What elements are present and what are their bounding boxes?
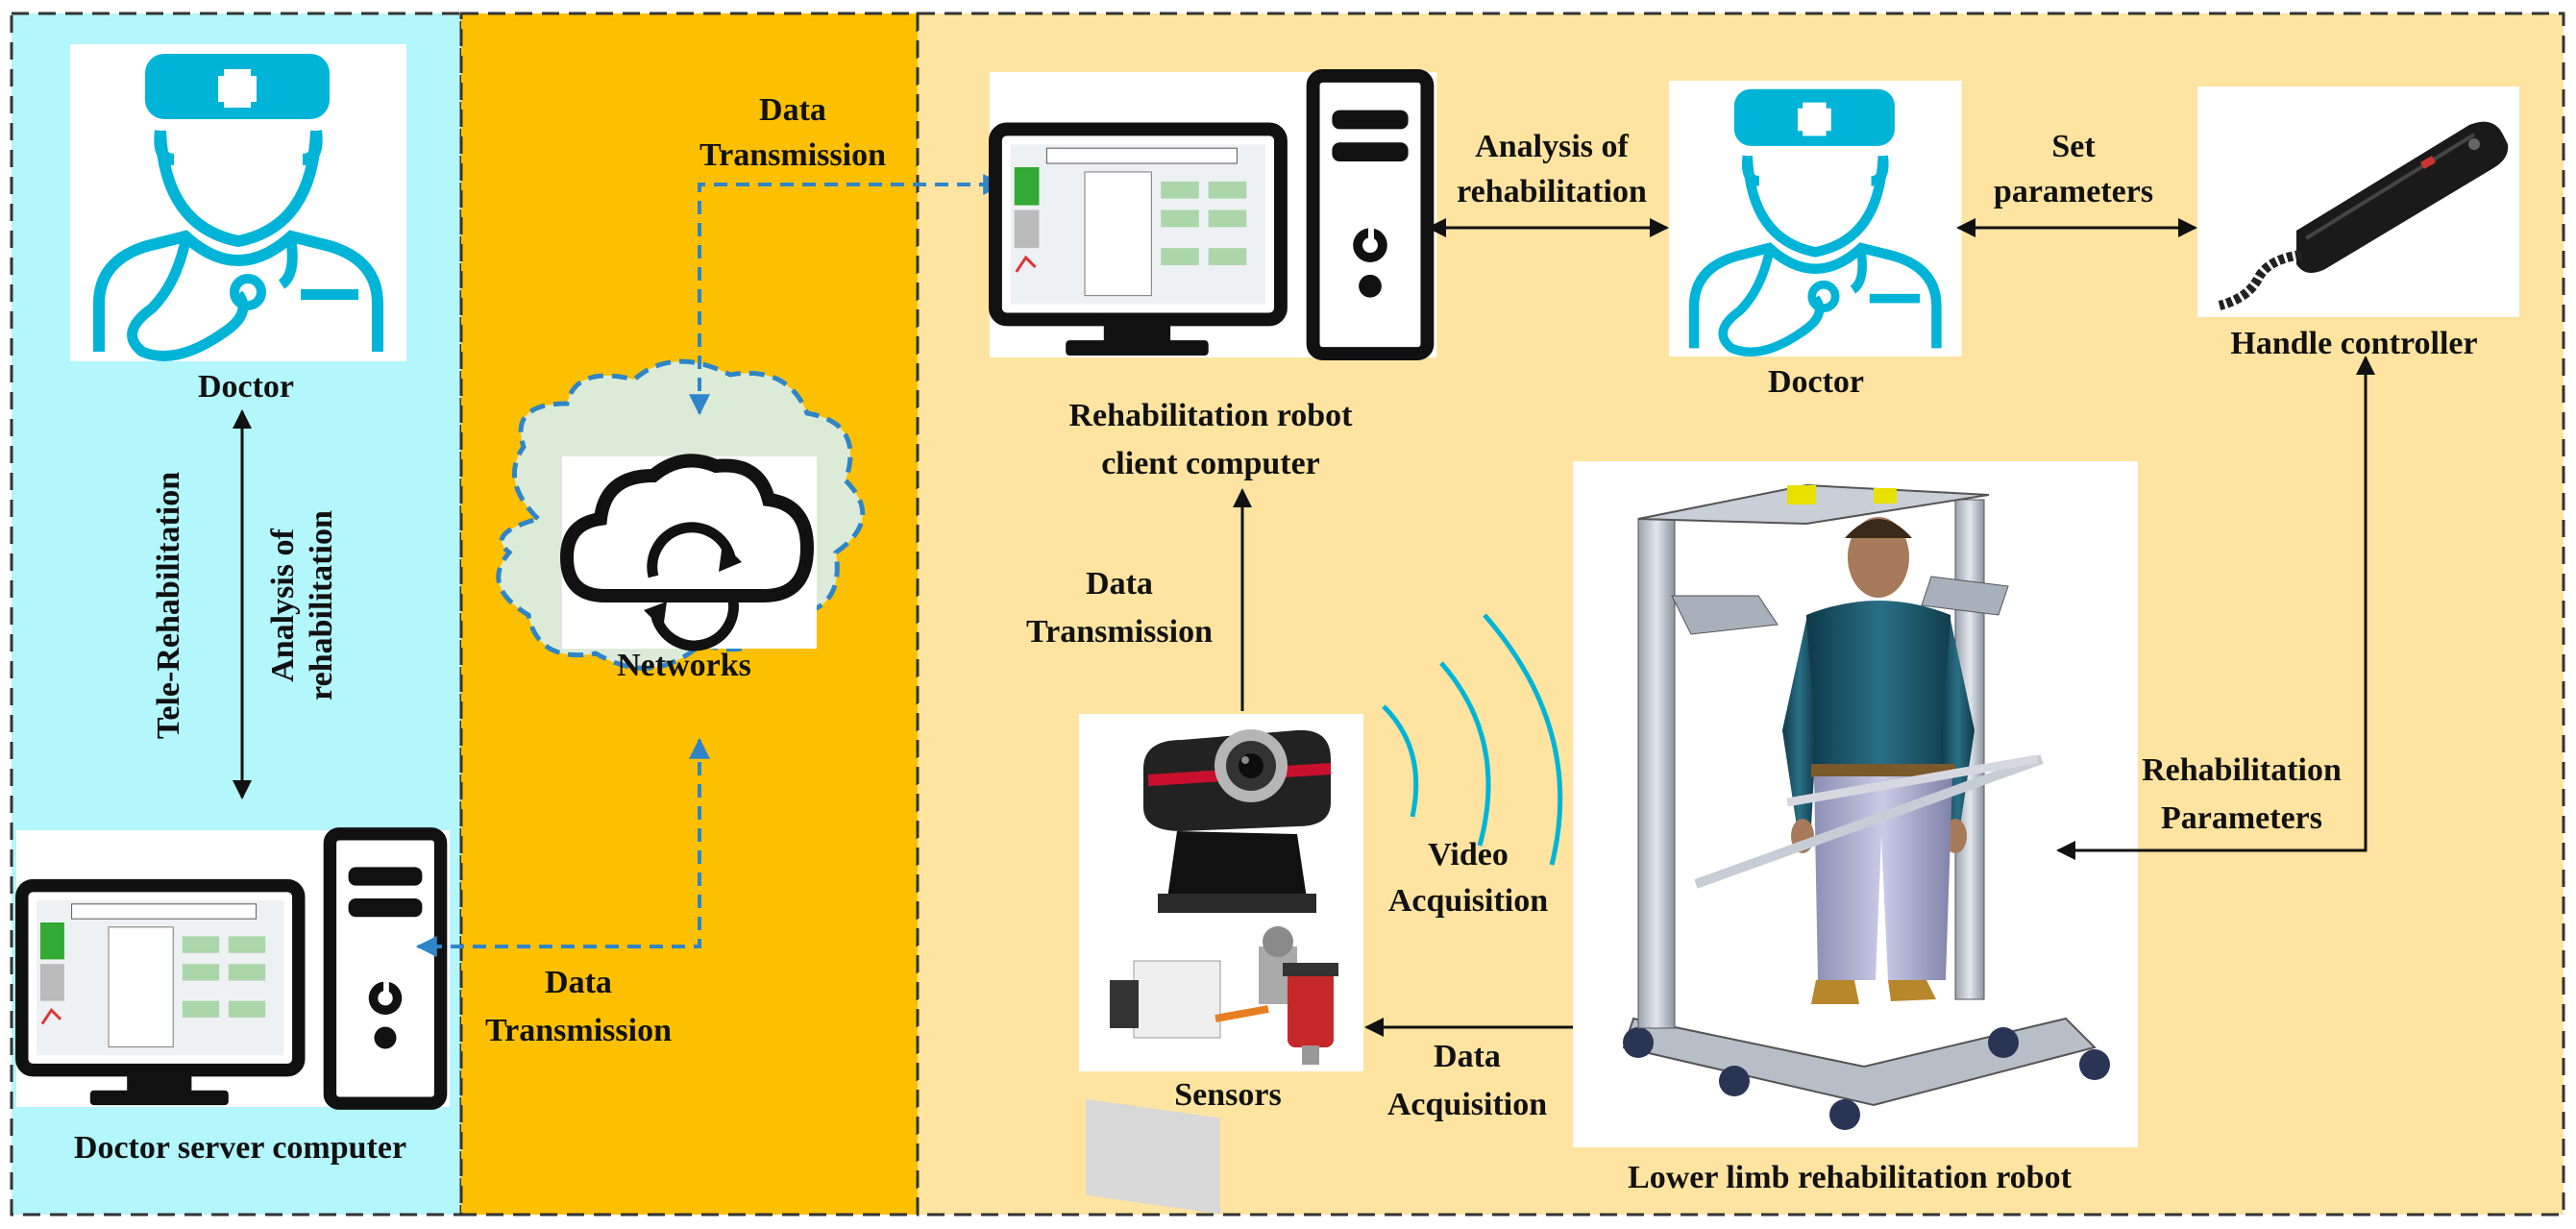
networks-label: Networks [617,648,751,683]
client-label-2: client computer [1101,446,1320,481]
doctor-label-left: Doctor [198,369,294,405]
sensors-image [1079,714,1363,1215]
doctor-server-computer [16,830,450,1107]
top-data-link [689,174,1005,416]
set-label-1: Set [2051,129,2096,164]
client-label-1: Rehabilitation robot [1068,398,1353,433]
rehab-params-label-2: Parameters [2161,800,2322,836]
rehab-params-label-1: Rehabilitation [2142,752,2342,788]
video-label-2: Acquisition [1388,883,1548,919]
robot-label: Lower limb rehabilitation robot [1628,1160,2073,1195]
data-tx-label-2: Transmission [1026,614,1213,650]
client-computer [990,72,1436,357]
analysis-label-1: Analysis of [1475,129,1629,164]
cloud-sync-icon [559,454,815,602]
rehab-params-arrow [2056,356,2375,860]
handle-label: Handle controller [2230,326,2477,361]
analysis-label-left-2: rehabilitation [304,510,339,701]
sensors-label: Sensors [1174,1077,1281,1113]
tele-rehab-label: Tele-Rehabilitation [151,472,186,739]
doctor-label-right: Doctor [1768,364,1864,400]
top-link-label-2: Transmission [699,137,886,173]
webcam-image [1143,729,1332,913]
bottom-link-label-1: Data [545,965,612,1000]
top-link-label-1: Data [759,92,826,128]
bottom-link-label-2: Transmission [485,1013,672,1048]
data-acq-label-2: Acquisition [1387,1087,1547,1122]
analysis-label-left-1: Analysis of [265,528,301,682]
doctor-server-label: Doctor server computer [74,1130,406,1166]
data-acq-label-1: Data [1434,1039,1501,1074]
cloud-network [496,358,866,671]
bottom-data-link [415,737,710,957]
doctor-icon-right [1669,81,1962,356]
doctor-icon [70,44,406,361]
data-tx-label-1: Data [1086,566,1153,602]
wifi-waves-icon [1382,613,1563,866]
video-label-1: Video [1428,837,1509,873]
sensor-image [1086,926,1338,1215]
handle-controller-image [2197,86,2519,317]
analysis-label-2: rehabilitation [1457,174,1647,209]
robot-image [1573,461,2138,1147]
set-label-2: parameters [1994,174,2153,209]
